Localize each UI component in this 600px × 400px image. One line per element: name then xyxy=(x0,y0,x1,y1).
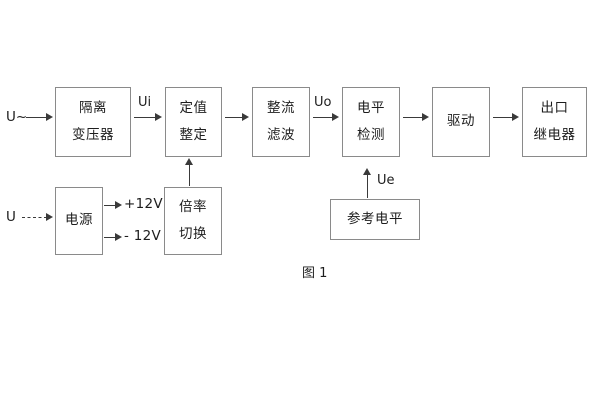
arrow-dc-input-to-power-supply xyxy=(22,213,53,222)
block-drive: 驱动 xyxy=(432,87,490,157)
arrow-rectify-to-level xyxy=(313,113,339,122)
block-label-line: 倍率 xyxy=(179,198,207,215)
block-label-line: 滤波 xyxy=(267,126,295,143)
block-power-supply: 电源 xyxy=(55,187,103,255)
block-setting-value: 定值整定 xyxy=(165,87,222,157)
label-rail-negative: - 12V xyxy=(124,228,162,244)
arrow-power-supply-negative-rail xyxy=(104,233,122,242)
arrow-setting-to-rectify xyxy=(225,113,249,122)
block-label-line: 出口 xyxy=(540,99,569,116)
block-label-line: 切换 xyxy=(179,225,207,242)
block-label-line: 变压器 xyxy=(72,126,114,143)
block-reference-level: 参考电平 xyxy=(330,199,420,240)
block-label-line: 整定 xyxy=(179,126,208,143)
arrow-head xyxy=(115,233,122,241)
arrow-shaft xyxy=(26,117,47,119)
block-label-line: 参考电平 xyxy=(347,210,403,227)
label-input-ac: U~ xyxy=(6,109,28,125)
arrow-shaft xyxy=(104,237,116,239)
block-label-line: 驱动 xyxy=(447,113,475,130)
block-label-line: 检测 xyxy=(357,126,385,143)
arrow-shaft xyxy=(403,117,423,119)
arrow-shaft xyxy=(367,174,369,198)
arrow-shaft xyxy=(493,117,513,119)
label-signal-ue: Ue xyxy=(377,173,395,188)
block-label-line: 电源 xyxy=(65,212,93,229)
arrow-head xyxy=(115,201,122,209)
arrow-head xyxy=(185,158,193,165)
block-multiplier-switch: 倍率切换 xyxy=(164,187,222,255)
arrow-head xyxy=(46,113,53,121)
arrow-ac-input-to-transformer xyxy=(26,113,53,122)
arrow-multiplier-to-setting xyxy=(185,158,194,186)
arrow-shaft xyxy=(104,205,116,207)
label-input-dc: U xyxy=(6,209,16,225)
arrow-head xyxy=(46,213,53,221)
arrow-power-supply-positive-rail xyxy=(104,201,122,210)
block-label-line: 整流 xyxy=(267,99,295,116)
block-level-detection: 电平检测 xyxy=(342,87,400,157)
arrow-head xyxy=(242,113,249,121)
block-rectify-filter: 整流滤波 xyxy=(252,87,310,157)
arrow-shaft xyxy=(134,117,156,119)
arrow-shaft xyxy=(313,117,333,119)
arrow-drive-to-relay xyxy=(493,113,519,122)
arrow-reference-to-level-detection xyxy=(363,168,372,198)
block-label-line: 定值 xyxy=(179,99,208,116)
arrow-head xyxy=(422,113,429,121)
block-label-line: 继电器 xyxy=(533,126,576,143)
figure-caption: 图 1 xyxy=(302,266,328,281)
arrow-shaft xyxy=(189,164,191,186)
label-signal-ui: Ui xyxy=(138,95,152,110)
block-label-line: 隔离 xyxy=(79,99,107,116)
block-isolation-transformer: 隔离变压器 xyxy=(55,87,131,157)
arrow-head xyxy=(512,113,519,121)
arrow-shaft xyxy=(22,217,47,218)
label-rail-positive: +12V xyxy=(124,196,163,212)
block-label-line: 电平 xyxy=(357,99,385,116)
arrow-shaft xyxy=(225,117,243,119)
arrow-level-to-drive xyxy=(403,113,429,122)
arrow-head xyxy=(363,168,371,175)
block-output-relay: 出口继电器 xyxy=(522,87,587,157)
arrow-transformer-to-setting xyxy=(134,113,162,122)
label-signal-uo: Uo xyxy=(314,95,332,110)
arrow-head xyxy=(155,113,162,121)
arrow-head xyxy=(332,113,339,121)
